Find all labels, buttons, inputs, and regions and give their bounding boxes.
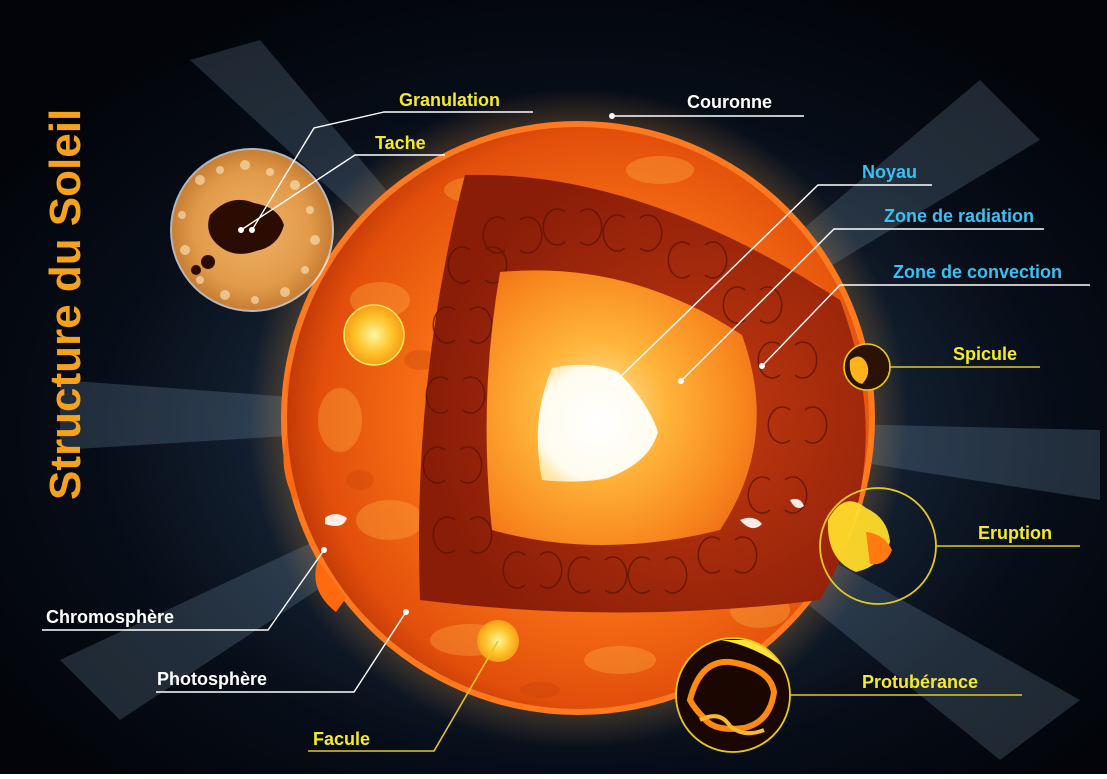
label-granulation: Granulation <box>399 90 500 110</box>
label-noyau: Noyau <box>862 162 917 182</box>
label-eruption: Eruption <box>978 523 1052 543</box>
label-photosphere: Photosphère <box>157 669 267 689</box>
label-facule: Facule <box>313 729 370 749</box>
diagram-title: Structure du Soleil <box>41 109 90 500</box>
label-chromosphere: Chromosphère <box>46 607 174 627</box>
label-protuberance: Protubérance <box>862 672 978 692</box>
label-zone-radiation: Zone de radiation <box>884 206 1034 226</box>
label-tache: Tache <box>375 133 426 153</box>
label-spicule: Spicule <box>953 344 1017 364</box>
label-zone-convection: Zone de convection <box>893 262 1062 282</box>
label-couronne: Couronne <box>687 92 772 112</box>
